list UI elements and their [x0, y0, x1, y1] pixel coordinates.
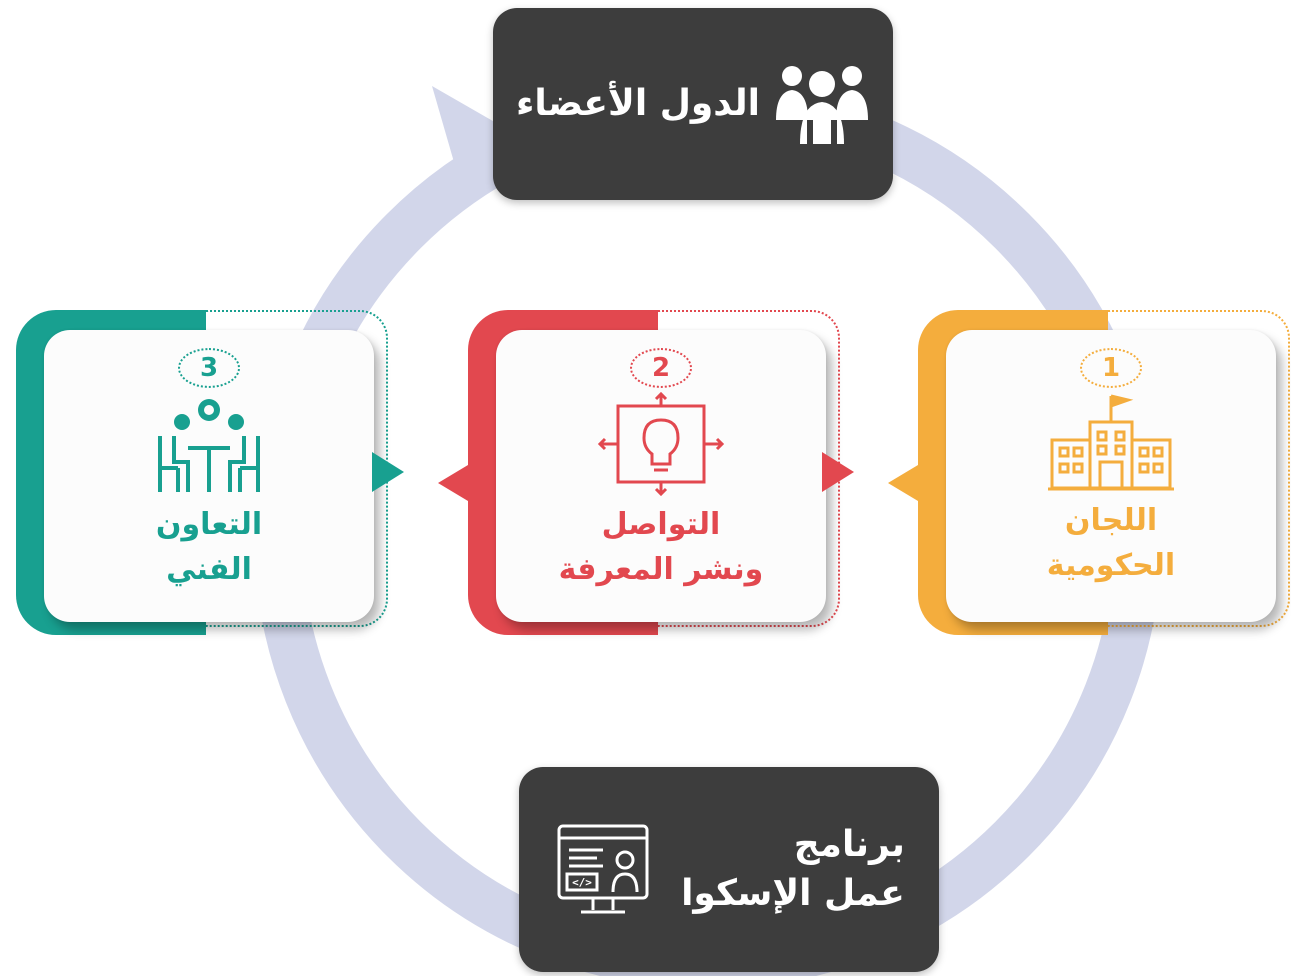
ring-arrowhead [432, 86, 512, 176]
stage-dotted-outline [1108, 310, 1290, 627]
stage-label: اللجان الحكومية [1047, 498, 1175, 588]
member-states-label: الدول الأعضاء [516, 82, 760, 124]
flow-arrow-3-to-2 [372, 452, 404, 492]
computer-screen-user-icon: </> [553, 820, 653, 920]
stage-communication-knowledge: 2 التواصل ونشر المعرفة [438, 310, 840, 635]
stage-government-committees: 1 اللجان [888, 310, 1290, 635]
stage-card: 2 التواصل ونشر المعرفة [496, 330, 826, 622]
stage-card: 1 اللجان [946, 330, 1276, 622]
stage-label: التعاون الفني [156, 502, 262, 592]
people-group-icon [774, 62, 870, 146]
member-states-box: الدول الأعضاء [493, 8, 893, 200]
meeting-gear-icon [144, 392, 274, 500]
escwa-work-program-box: </> برنامج عمل الإسكوا [519, 767, 939, 972]
stage-card: 3 التعاون الفني [44, 330, 374, 622]
svg-text:</>: </> [572, 876, 592, 889]
bottom-label-line1: برنامج [793, 823, 905, 865]
stage-pointer-arrow [438, 465, 468, 501]
stage-label-line2: الحكومية [1046, 548, 1176, 583]
stage-label-line1: اللجان [1064, 503, 1158, 538]
stage-label-line1: التعاون [155, 507, 263, 542]
bottom-label-line2: عمل الإسكوا [681, 872, 905, 914]
stage-label-line2: الفني [166, 552, 252, 587]
government-building-icon [1046, 392, 1176, 496]
stage-number: 1 [1080, 348, 1142, 388]
stage-label: التواصل ونشر المعرفة [559, 502, 764, 592]
stage-pointer-arrow [888, 465, 918, 501]
lightbulb-idea-icon [596, 391, 726, 500]
stage-label-line2: ونشر المعرفة [558, 552, 764, 587]
stage-number: 2 [630, 348, 692, 388]
stage-technical-cooperation: 3 التعاون الفني [16, 310, 388, 635]
stage-label-line1: التواصل [601, 507, 721, 542]
stage-number: 3 [178, 348, 240, 388]
flow-arrow-2-to-1 [822, 452, 854, 492]
escwa-work-program-label: برنامج عمل الإسكوا [681, 821, 905, 918]
